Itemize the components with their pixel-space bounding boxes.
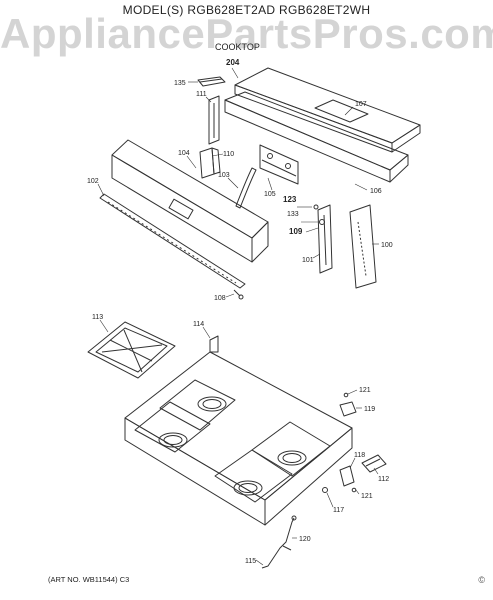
part-121-screw-bottom bbox=[351, 487, 357, 493]
callout-120: 120 bbox=[299, 536, 311, 543]
part-101-bracket bbox=[317, 204, 333, 274]
callout-104: 104 bbox=[178, 150, 190, 157]
art-number: (ART NO. WB11544) C3 bbox=[48, 575, 130, 584]
part-109-nut bbox=[319, 219, 325, 225]
callout-100: 100 bbox=[381, 242, 393, 249]
callout-111: 111 bbox=[196, 91, 207, 98]
callout-101: 101 bbox=[302, 257, 314, 264]
callout-135: 135 bbox=[174, 80, 186, 87]
part-117-grommet bbox=[322, 487, 328, 493]
callout-112: 112 bbox=[378, 476, 389, 483]
callout-114: 114 bbox=[193, 321, 204, 328]
part-106-panel bbox=[224, 91, 409, 183]
part-135-bracket bbox=[197, 76, 226, 87]
callout-105: 105 bbox=[264, 191, 276, 198]
callout-133: 133 bbox=[287, 211, 299, 218]
part-103-clip bbox=[235, 167, 257, 209]
part-118-bracket bbox=[339, 465, 355, 487]
part-107-backsplash bbox=[234, 67, 421, 153]
part-104-manifold-panel bbox=[111, 139, 269, 263]
part-110-switch bbox=[199, 147, 221, 179]
part-111-bracket bbox=[208, 95, 220, 145]
callout-119: 119 bbox=[364, 406, 375, 413]
model-title: MODEL(S) RGB628ET2AD RGB628ET2WH bbox=[122, 3, 371, 17]
part-105-bracket bbox=[259, 144, 299, 185]
callout-107: 107 bbox=[355, 101, 367, 108]
callout-102: 102 bbox=[87, 178, 99, 185]
callout-204: 204 bbox=[226, 58, 240, 67]
callout-109: 109 bbox=[289, 227, 303, 236]
part-112-hinge bbox=[361, 454, 387, 473]
part-114-cooktop bbox=[124, 335, 353, 526]
part-100-bracket bbox=[349, 204, 377, 289]
callout-121-bottom: 121 bbox=[361, 493, 373, 500]
callout-118: 118 bbox=[354, 452, 365, 459]
part-121-screw-top bbox=[343, 392, 349, 398]
callout-115: 115 bbox=[245, 558, 256, 565]
part-108-screw bbox=[233, 289, 244, 300]
callout-117: 117 bbox=[333, 507, 344, 514]
callout-103: 103 bbox=[218, 172, 230, 179]
part-133-screw bbox=[313, 204, 319, 210]
callout-110: 110 bbox=[223, 151, 234, 158]
part-119-hinge bbox=[339, 401, 357, 417]
callout-108: 108 bbox=[214, 295, 226, 302]
callout-123: 123 bbox=[283, 195, 297, 204]
watermark: AppliancePartsPros.com bbox=[0, 10, 493, 57]
section-title: COOKTOP bbox=[215, 42, 260, 52]
callout-106: 106 bbox=[370, 188, 382, 195]
part-115-rod bbox=[261, 515, 297, 569]
callout-113: 113 bbox=[92, 314, 103, 321]
part-102-trim-strip bbox=[99, 193, 246, 289]
callout-121-top: 121 bbox=[359, 387, 371, 394]
copyright-symbol: © bbox=[478, 575, 485, 585]
part-113-grate bbox=[87, 321, 176, 379]
